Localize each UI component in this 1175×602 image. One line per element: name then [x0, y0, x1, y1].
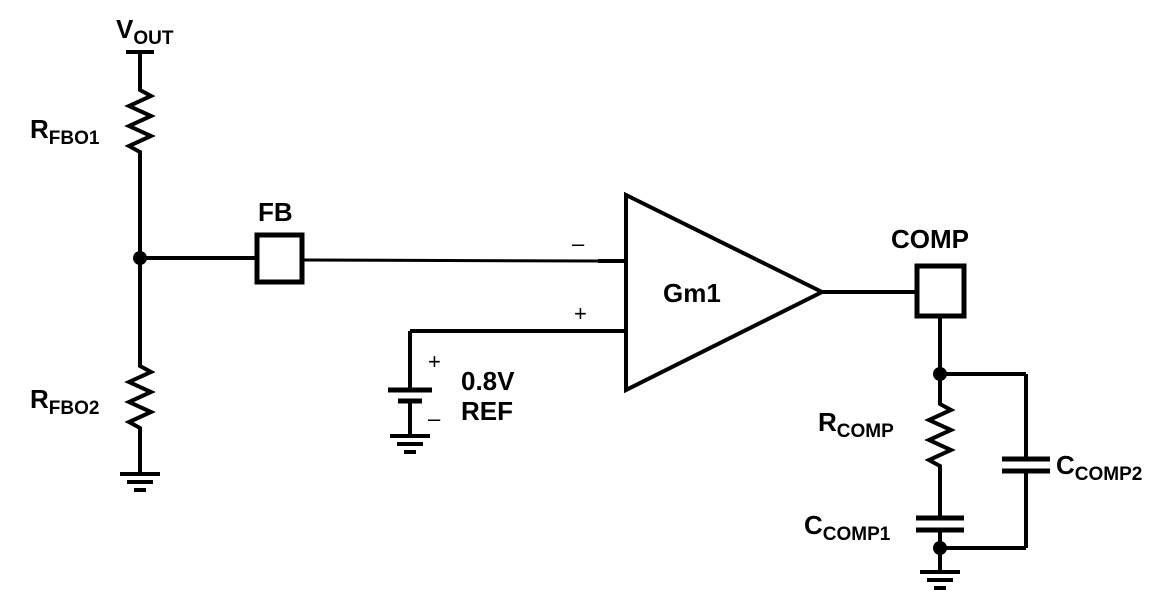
rcomp-resistor	[924, 400, 956, 476]
vout-terminal	[126, 50, 154, 82]
fb-pin	[254, 232, 305, 285]
vout-label: VOUT	[116, 14, 174, 49]
ground-symbol-left	[120, 472, 160, 492]
ccomp1-label: CCOMP1	[804, 510, 891, 545]
fb-to-minus-wire	[303, 258, 599, 263]
rcomp-label: RCOMP	[818, 407, 894, 442]
amp-plus-sign: +	[574, 301, 587, 326]
ground-symbol-ref	[390, 434, 430, 454]
rfbo1-resistor	[124, 82, 156, 162]
amp-minus-sign: –	[572, 231, 585, 256]
comp-label: COMP	[891, 224, 969, 254]
amp-label: Gm1	[663, 278, 721, 308]
ground-symbol-comp	[920, 570, 960, 590]
ref-name-label: REF	[461, 396, 513, 426]
battery-plus-sign: +	[428, 349, 441, 374]
ccomp2-capacitor	[1002, 456, 1050, 474]
battery-minus-sign: –	[428, 406, 441, 431]
rfbo2-resistor	[124, 360, 156, 438]
ccomp2-label: CCOMP2	[1056, 450, 1142, 485]
rfbo2-label: RFBO2	[30, 384, 99, 419]
ccomp1-capacitor	[916, 515, 964, 533]
comp-pin	[914, 263, 967, 319]
rfbo1-label: RFBO1	[30, 114, 100, 149]
reference-battery	[388, 387, 432, 436]
gm1-amplifier	[624, 191, 827, 394]
fb-label: FB	[258, 197, 293, 227]
ref-voltage-label: 0.8V	[461, 366, 515, 396]
